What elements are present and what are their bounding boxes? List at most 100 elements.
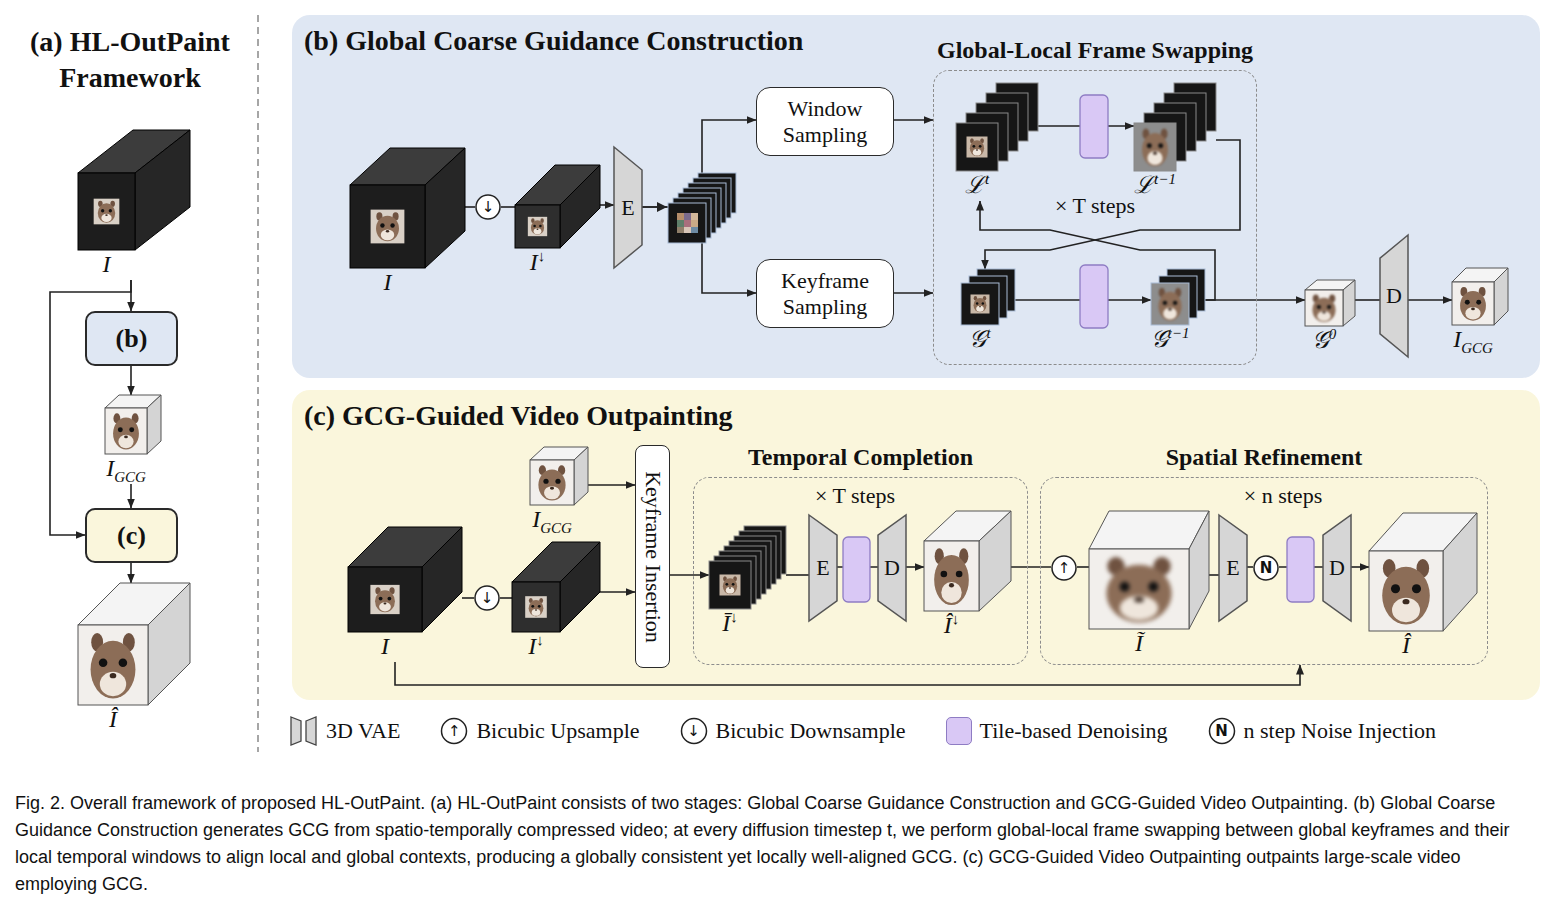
- operator-circle: ↓: [474, 585, 500, 611]
- squirrel-part: [949, 583, 954, 588]
- cube-edge: [350, 185, 425, 268]
- squirrel-part: [543, 479, 548, 484]
- video-label: I: [325, 633, 445, 659]
- video-figure: [512, 542, 600, 632]
- latent-stack: ℒt−1: [1134, 83, 1216, 201]
- squirrel-part: [98, 203, 115, 222]
- video-figure: [348, 527, 462, 632]
- vae-shape: [1380, 235, 1408, 357]
- squirrel-part: [110, 673, 117, 678]
- connector: [465, 206, 475, 208]
- video-cube: Î: [78, 583, 190, 735]
- latent-mosaic: [677, 227, 684, 233]
- latent-mosaic: [691, 213, 698, 220]
- video-figure: [1369, 513, 1477, 631]
- video-cube: IGCG: [105, 395, 161, 484]
- squirrel-part: [124, 435, 128, 438]
- cube-side: [1494, 268, 1508, 325]
- squirrel-picture: [376, 212, 399, 241]
- frame: [969, 276, 1007, 318]
- squirrel-picture: [91, 633, 136, 698]
- video-figure: [78, 583, 190, 705]
- squirrel-part: [1382, 567, 1430, 625]
- picture-ground: [371, 210, 405, 244]
- squirrel-picture: [974, 296, 987, 312]
- squirrel-part: [726, 587, 734, 594]
- video-cube: I: [348, 527, 462, 662]
- squirrel-part: [1142, 133, 1168, 166]
- cube-edge: [78, 625, 148, 705]
- connector: [395, 662, 1300, 685]
- video-label: I↓: [476, 633, 596, 659]
- vae-icon: [306, 717, 316, 745]
- squirrel-part: [732, 583, 735, 586]
- cube-side: [1343, 280, 1355, 326]
- cube-edge: [530, 460, 574, 505]
- region-heading: Spatial Refinement: [1166, 442, 1363, 472]
- connector: [1355, 299, 1380, 301]
- squirrel-part: [1163, 307, 1177, 319]
- squirrel-part: [725, 583, 728, 586]
- cube-front: [515, 205, 560, 248]
- connector: [1408, 299, 1452, 301]
- frame: [709, 561, 751, 609]
- squirrel-part: [1412, 584, 1421, 593]
- squirrel-part: [1148, 582, 1158, 592]
- operator-symbol: ↑: [448, 724, 461, 739]
- frame-stack-figure: [1134, 83, 1216, 171]
- vae-letter: D: [1329, 555, 1345, 581]
- squirrel-part: [1153, 152, 1157, 155]
- squirrel-part: [539, 225, 542, 228]
- frame-stack-figure: [709, 526, 786, 609]
- circle-outline: [476, 195, 500, 219]
- squirrel-part: [381, 230, 395, 241]
- cube-front: [1089, 549, 1189, 629]
- squirrel-part: [1106, 565, 1171, 623]
- frame-stack-figure: [956, 83, 1038, 171]
- squirrel-picture: [1142, 129, 1168, 167]
- squirrel-part: [941, 571, 948, 578]
- squirrel-part: [384, 603, 387, 605]
- video-label: ℒt: [917, 172, 1037, 198]
- squirrel-part: [982, 302, 984, 304]
- script-text: t−1: [1154, 171, 1176, 187]
- operator-circle: ↓: [475, 194, 501, 220]
- video-cube: Î↓: [924, 511, 1011, 641]
- script-text: GCG: [114, 469, 146, 485]
- squirrel-part: [129, 427, 134, 432]
- squirrel-part: [1120, 582, 1130, 592]
- box-text: (b): [116, 324, 148, 354]
- cube-side: [1189, 511, 1209, 629]
- box-text: Window Sampling: [757, 96, 893, 147]
- circle-outline: [442, 719, 467, 744]
- squirrel-part: [1173, 301, 1177, 305]
- video-label: IGCG: [1413, 326, 1533, 352]
- insertion-box: Keyframe Insertion: [635, 445, 670, 668]
- squirrel-part: [1134, 597, 1144, 602]
- legend-sample: N: [1208, 717, 1236, 745]
- squirrel-part: [1163, 301, 1167, 305]
- picture-ground: [967, 137, 988, 158]
- squirrel-part: [535, 609, 537, 611]
- cube-side: [1443, 513, 1477, 631]
- squirrel-part: [544, 486, 560, 499]
- frame-stack-figure: [961, 269, 1015, 325]
- latent-mosaic: [691, 227, 698, 233]
- squirrel-part: [1471, 308, 1475, 311]
- latent-stack: ℒt: [956, 83, 1038, 201]
- squirrel-picture: [723, 576, 737, 594]
- operator-circle: N: [1253, 555, 1279, 581]
- video-figure: [515, 165, 600, 248]
- cube-side: [135, 130, 190, 250]
- operator-symbol: ↓: [481, 591, 494, 606]
- stage-panel: (b) Global Coarse Guidance ConstructionI…: [292, 15, 1540, 378]
- video-cube: I↓: [512, 542, 600, 662]
- video-cube: IGCG: [530, 447, 588, 535]
- vae-block: D: [878, 515, 906, 621]
- cube-edge: [1089, 549, 1189, 629]
- legend-text: Bicubic Downsample: [716, 718, 906, 744]
- squirrel-picture: [529, 598, 544, 617]
- squirrel-part: [118, 435, 133, 448]
- circle-outline: [681, 719, 706, 744]
- panel-title: (a) HL-OutPaint Framework: [8, 24, 252, 96]
